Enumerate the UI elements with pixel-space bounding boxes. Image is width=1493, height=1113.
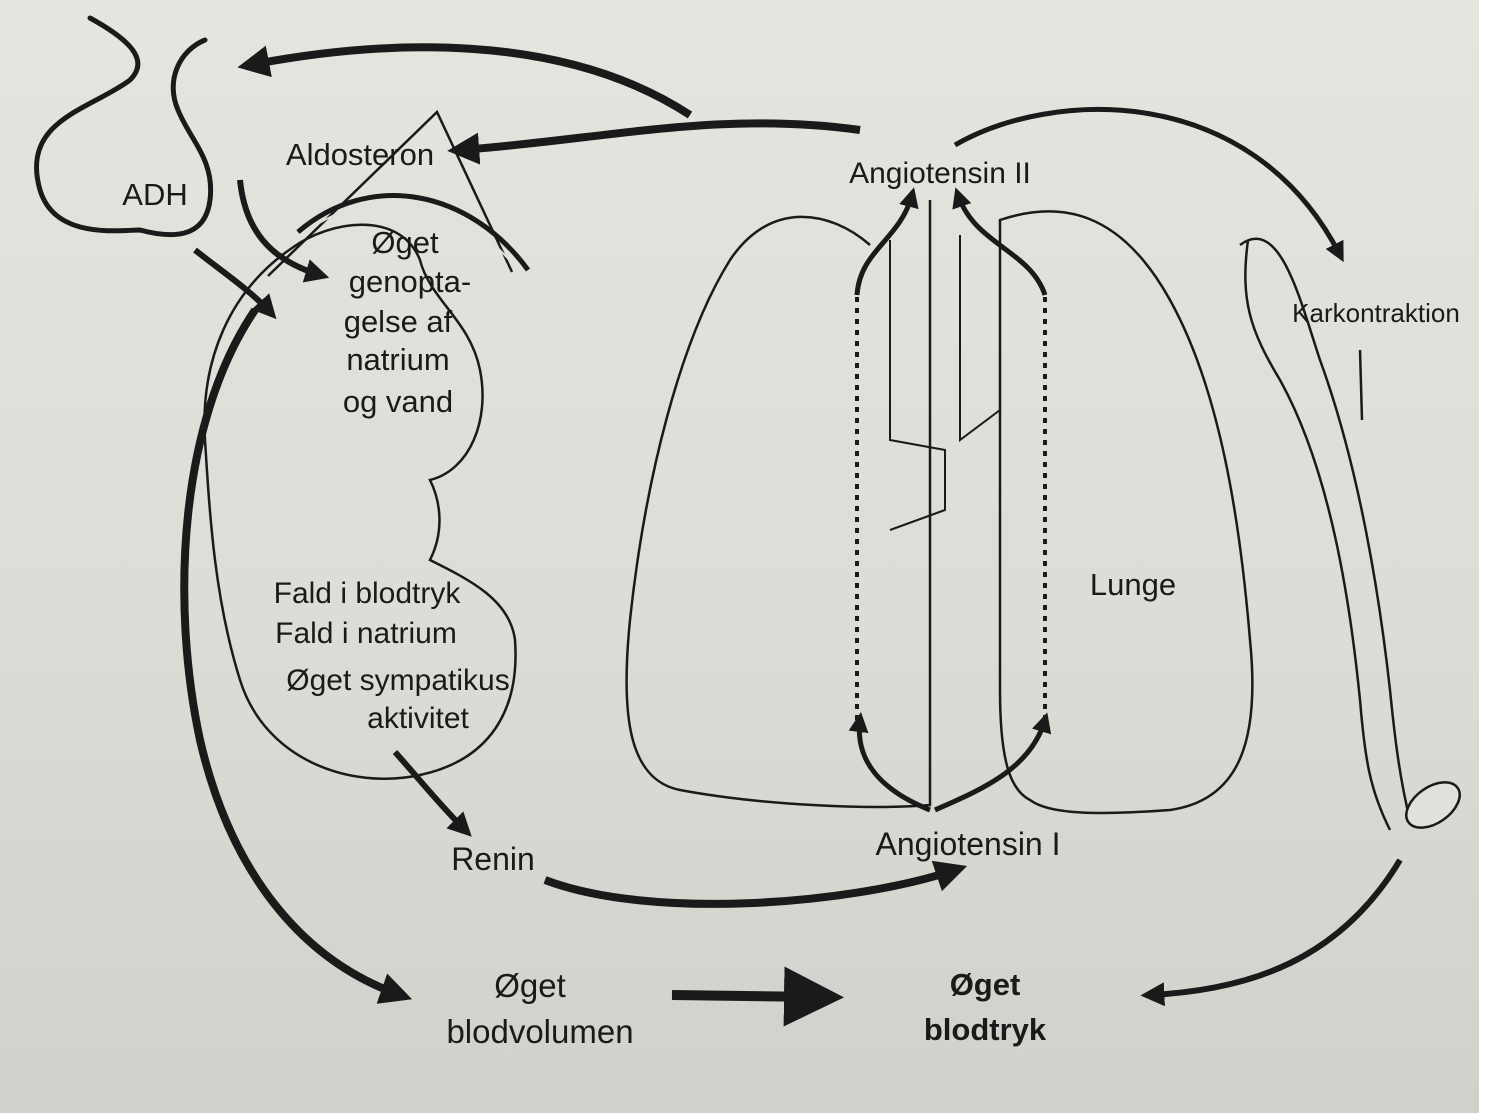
svg-text:aktivitet: aktivitet	[367, 702, 469, 735]
arrow-blodvolumen-to-blodtryk	[672, 995, 820, 997]
vessel-opening	[1398, 773, 1468, 837]
arrow-angiotensin-to-adh	[250, 47, 690, 115]
svg-text:Øget: Øget	[950, 967, 1021, 1002]
arrow-vessel-to-blodtryk	[1150, 860, 1400, 995]
right-lung-shape	[1000, 211, 1252, 813]
renin-label: Renin	[451, 841, 535, 877]
oget-genoptagelse-label: Øget genopta- gelse af natrium og vand	[343, 225, 471, 419]
oget-blodvolumen-label: Øget blodvolumen	[446, 967, 633, 1050]
arrow-adh-to-kidney	[195, 250, 270, 312]
arrow-angiotensin-i-lung-left	[859, 720, 930, 810]
arrow-aldosteron-to-genoptagelse	[240, 180, 320, 275]
arrow-angiotensin-to-aldosteron	[460, 123, 860, 150]
trachea-shape	[890, 240, 945, 530]
svg-text:Fald i blodtryk: Fald i blodtryk	[274, 577, 462, 610]
oget-blodtryk-label: Øget blodtryk	[924, 967, 1047, 1047]
svg-text:gelse af: gelse af	[344, 304, 453, 339]
arrow-renin-to-angiotensin-i	[545, 870, 955, 904]
angiotensin-ii-label: Angiotensin II	[849, 157, 1031, 190]
adh-label: ADH	[122, 177, 187, 212]
karkontraktion-label: Karkontraktion	[1292, 298, 1460, 328]
aldosteron-label: Aldosteron	[286, 137, 434, 172]
svg-text:Fald i natrium: Fald i natrium	[275, 617, 457, 650]
svg-text:Øget sympatikus: Øget sympatikus	[286, 664, 509, 697]
arrow-lung-right-to-angiotensin-ii	[958, 195, 1045, 295]
lunge-label: Lunge	[1090, 567, 1176, 602]
svg-text:blodtryk: blodtryk	[924, 1012, 1047, 1047]
svg-text:blodvolumen: blodvolumen	[446, 1013, 633, 1050]
svg-text:Øget: Øget	[371, 225, 439, 260]
left-lung-shape	[627, 200, 930, 807]
angiotensin-i-label: Angiotensin I	[875, 826, 1060, 862]
arrow-lung-left-to-angiotensin-ii	[857, 195, 912, 295]
svg-text:Øget: Øget	[494, 967, 566, 1004]
svg-text:genopta-: genopta-	[349, 264, 471, 299]
svg-text:natrium: natrium	[346, 342, 449, 377]
fald-label: Fald i blodtryk Fald i natrium Øget symp…	[274, 577, 510, 735]
svg-text:og vand: og vand	[343, 384, 453, 419]
arrow-angiotensin-i-lung-right	[935, 720, 1045, 810]
